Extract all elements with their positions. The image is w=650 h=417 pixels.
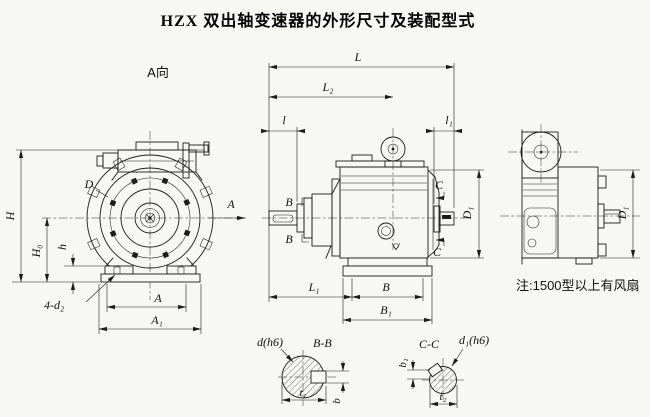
dim-label-l: l	[282, 113, 286, 127]
dim-label-H0: H₀	[29, 245, 43, 259]
dim-label-h: h	[55, 244, 69, 250]
section-bb-dimensions: t₁ b	[281, 361, 349, 404]
section-mark-B-lower: B	[285, 232, 293, 246]
section-title-cc: C-C	[419, 337, 440, 351]
section-mark-B-upper: B	[285, 195, 293, 209]
dim-label-t1: t₁	[300, 387, 307, 399]
dim-label-l1: l₁	[445, 113, 453, 127]
shaft-dia-label-d1: d₁(h6)	[459, 333, 489, 347]
fan-note: 注:1500型以上有风扇	[516, 278, 640, 293]
dim-label-L: L	[354, 50, 362, 64]
dim-label-t2: t₂	[440, 391, 447, 403]
view-direction-label: A向	[147, 65, 169, 80]
front-view: A向	[3, 65, 246, 334]
dim-label-b1: b₁	[397, 358, 409, 368]
dim-label-4d2: 4-d₂	[44, 298, 64, 312]
page-title: HZX 双出轴变速器的外形尺寸及装配型式	[161, 11, 476, 30]
side-view: L L₂ l l₁ B B C C	[260, 50, 484, 324]
dim-label-D: D	[84, 177, 94, 191]
side-view-geometry	[262, 128, 470, 277]
end-view-geometry	[500, 124, 640, 265]
end-view: D₁ 注:1500型以上有风扇	[500, 124, 640, 293]
section-mark-C-upper: C	[435, 178, 444, 192]
side-view-dimensions: L L₂ l l₁ B B C C	[260, 50, 484, 324]
section-mark-C-lower: C	[433, 245, 442, 259]
section-bb: d(h6) B-B t₁ b	[257, 335, 349, 406]
end-view-dimensions: D₁	[600, 169, 640, 259]
section-title-bb: B-B	[313, 336, 332, 350]
dim-label-b: b	[331, 398, 343, 404]
dim-label-D1-side: D₁	[460, 207, 474, 221]
front-view-dimensions: H H₀ h 4-d₂ D A A	[3, 149, 246, 334]
dim-label-B1: B₁	[380, 303, 392, 317]
front-view-geometry	[42, 131, 246, 300]
dim-label-B: B	[382, 280, 390, 294]
section-cc-dimensions: b₁ t₂	[397, 358, 458, 408]
dim-label-A1: A₁	[150, 313, 163, 327]
dim-label-L2: L₂	[322, 80, 334, 94]
section-cc: C-C d₁(h6) b₁ t₂	[397, 333, 489, 408]
dim-label-A: A	[153, 291, 162, 305]
dim-label-D1-end: D₁	[615, 207, 629, 221]
view-arrow-label-A: A	[226, 197, 235, 211]
shaft-dia-label-d: d(h6)	[257, 335, 283, 349]
dim-label-H: H	[3, 210, 17, 221]
dim-label-L1: L₁	[308, 280, 320, 294]
